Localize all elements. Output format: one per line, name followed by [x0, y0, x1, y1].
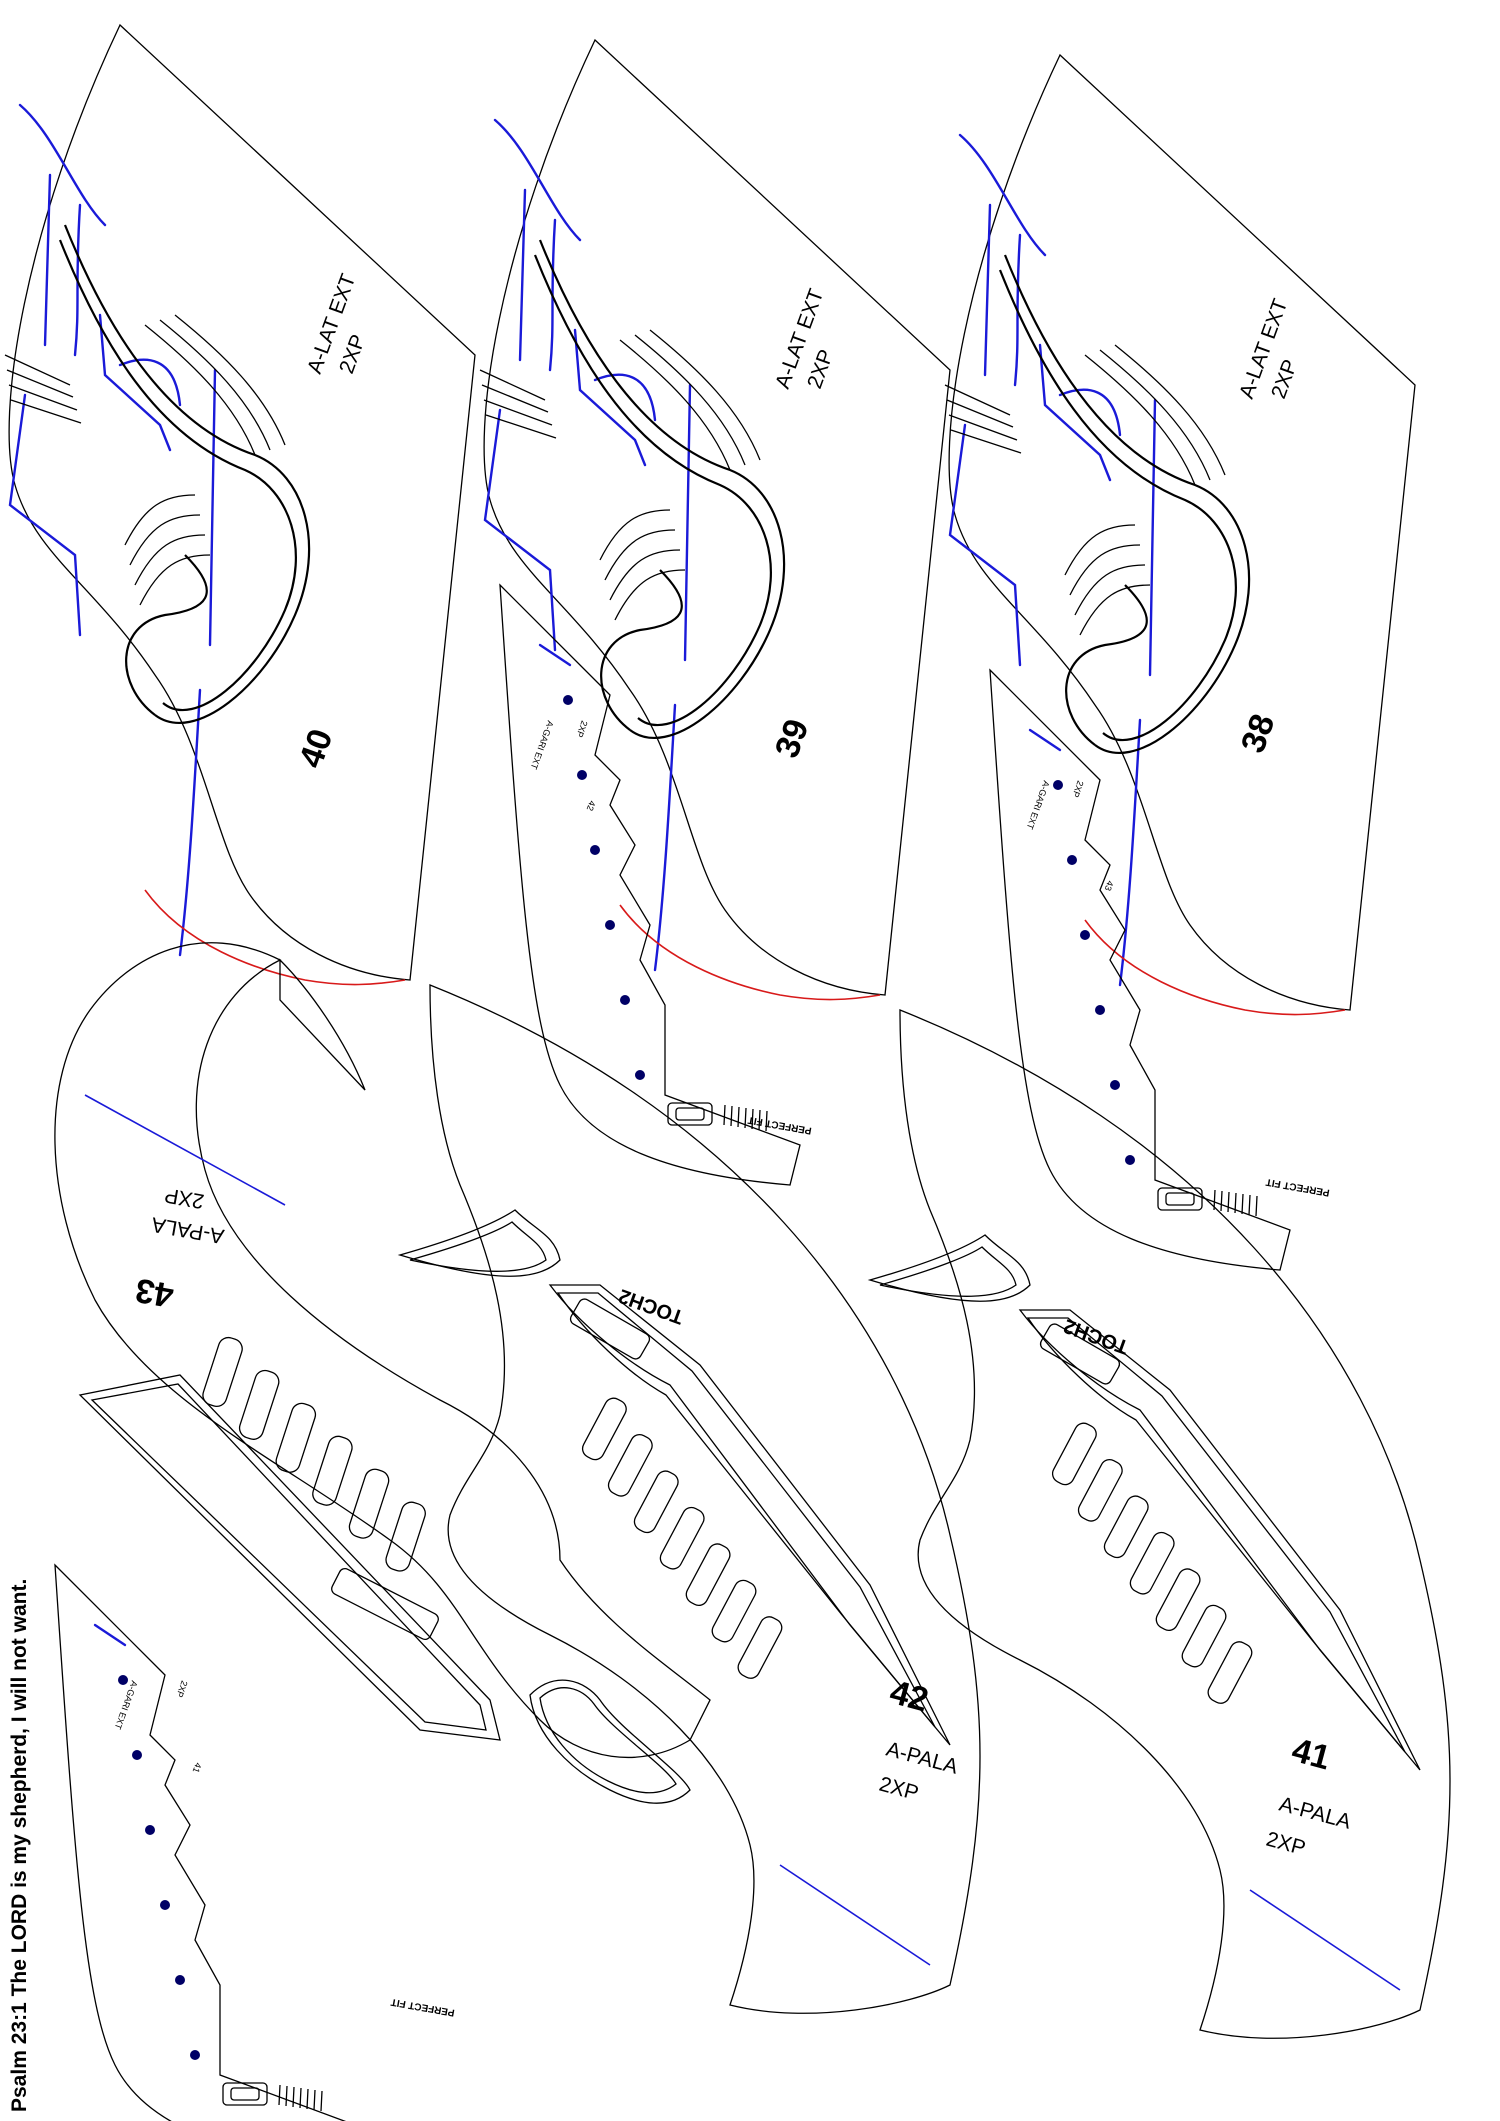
gari-qty: 2XP — [1070, 779, 1085, 798]
piece-qty: 2XP — [163, 1183, 206, 1213]
piece-39: 39 A-LAT EXT 2XP — [478, 38, 952, 1001]
piece-gari-43: A-GARI EXT 2XP 43 PERFECT FIT — [988, 668, 1331, 1272]
gari-code: A-GARI EXT — [529, 719, 556, 771]
piece-qty: 2XP — [803, 347, 838, 392]
piece-43: 43 A-PALA 2XP — [54, 942, 711, 1804]
piece-number: 42 — [886, 1673, 932, 1719]
piece-qty: 2XP — [1267, 357, 1302, 402]
toch-logo: TOCH2 — [616, 1284, 687, 1328]
gari-code: A-GARI EXT — [1025, 779, 1052, 831]
piece-40: 40 A-LAT EXT 2XP — [3, 23, 477, 986]
piece-qty: 2XP — [335, 332, 370, 377]
piece-qty: 2XP — [877, 1773, 921, 1805]
piece-code: A-PALA — [1277, 1793, 1354, 1834]
piece-gari-41: A-GARI EXT 2XP 41 PERFECT FIT — [53, 1563, 456, 2121]
gari-qty: 2XP — [174, 1679, 189, 1698]
gari-code: A-GARI EXT — [113, 1679, 140, 1731]
gari-brand: PERFECT FIT — [390, 1996, 455, 2018]
gari-number: 41 — [191, 1761, 204, 1774]
piece-number: 39 — [768, 714, 817, 763]
piece-gari-42: A-GARI EXT 2XP 42 PERFECT FIT — [498, 583, 813, 1187]
piece-38: 38 A-LAT EXT 2XP — [943, 53, 1417, 1016]
gari-number: 43 — [1103, 879, 1116, 892]
piece-number: 41 — [1288, 1731, 1334, 1777]
gari-brand: PERFECT FIT — [1265, 1176, 1330, 1198]
piece-number: 40 — [292, 724, 341, 773]
piece-number: 38 — [1234, 709, 1283, 758]
piece-42: 42 A-PALA 2XP TOCH2 — [399, 984, 981, 2015]
piece-41: 41 A-PALA 2XP TOCH2 — [869, 1009, 1451, 2040]
toch-logo: TOCH2 — [1061, 1314, 1132, 1358]
piece-number: 43 — [133, 1271, 177, 1315]
gari-qty: 2XP — [574, 719, 589, 738]
gari-brand: PERFECT FIT — [747, 1114, 812, 1136]
gari-number: 42 — [585, 799, 598, 812]
piece-qty: 2XP — [1264, 1828, 1308, 1860]
scripture-caption: Psalm 23:1 The LORD is my shepherd, I wi… — [8, 1578, 31, 2112]
piece-code: A-PALA — [150, 1212, 226, 1247]
